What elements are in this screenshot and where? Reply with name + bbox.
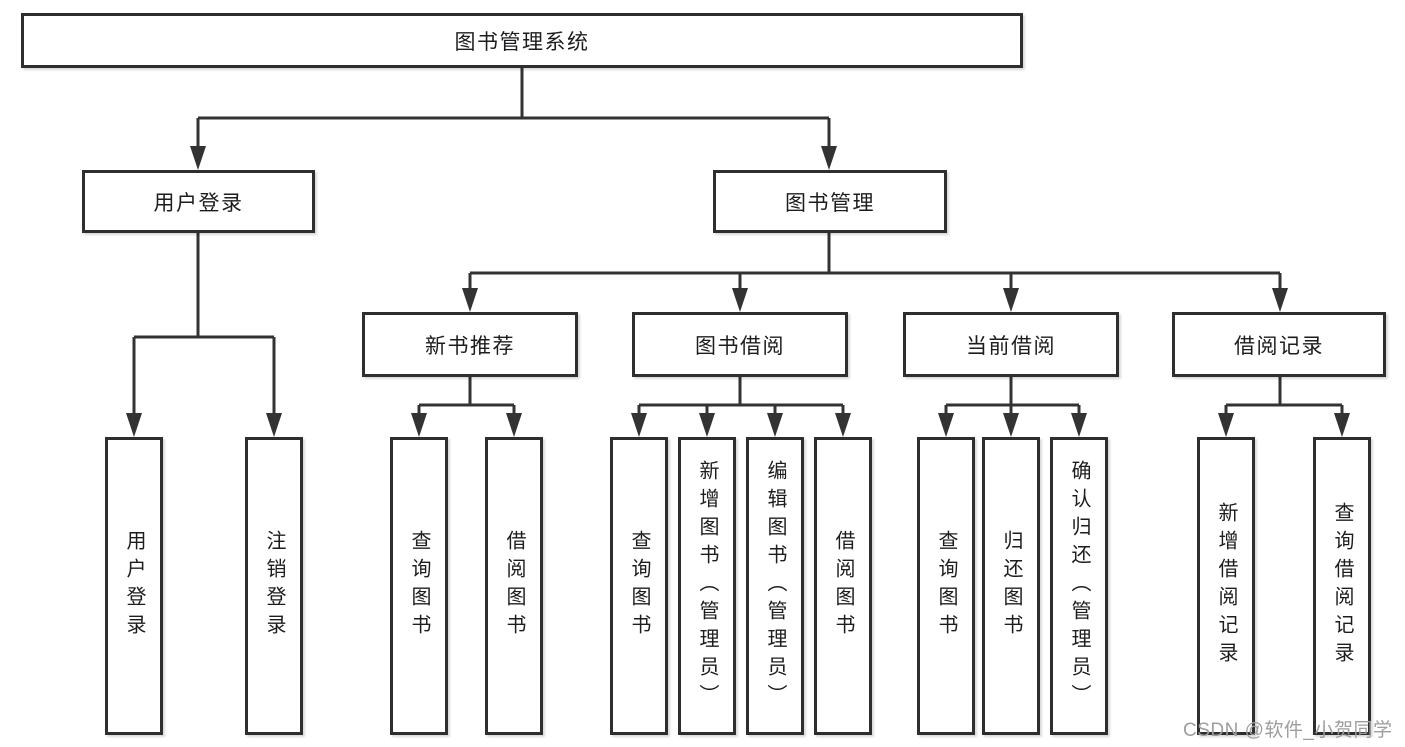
node-book-borrow-label: 图书借阅 [695, 334, 785, 358]
node-root: 图书管理系统 [21, 13, 1023, 68]
connector-root-to-level2 [196, 68, 831, 148]
connector-book-borrow-to-leaves [637, 377, 845, 415]
node-user-login-label: 用户登录 [153, 191, 244, 215]
node-user-login-leaf: 用户登录 [105, 437, 163, 735]
node-query-books-borrow: 查询图书 [610, 437, 668, 735]
node-new-book-recommend: 新书推荐 [362, 312, 578, 377]
node-query-books-recommend: 查询图书 [390, 437, 448, 735]
node-confirm-return-admin-label: 确认归还（管理员） [1068, 460, 1090, 712]
node-new-book-recommend-label: 新书推荐 [425, 334, 515, 358]
node-borrow-books: 借阅图书 [814, 437, 872, 735]
node-return-books: 归还图书 [982, 437, 1040, 735]
node-confirm-return-admin: 确认归还（管理员） [1050, 437, 1108, 735]
connector-new-book-to-leaves [417, 377, 516, 415]
node-logout: 注销登录 [245, 437, 303, 735]
node-add-books-admin: 新增图书（管理员） [678, 437, 736, 735]
csdn-watermark: CSDN @软件_小贺同学 [1183, 720, 1393, 741]
connector-book-management-to-level3 [468, 233, 1282, 290]
node-logout-label: 注销登录 [263, 530, 285, 642]
node-add-borrow-record: 新增借阅记录 [1197, 437, 1255, 735]
node-user-login-leaf-label: 用户登录 [123, 530, 145, 642]
node-query-books-borrow-label: 查询图书 [628, 530, 650, 642]
node-borrow-records-label: 借阅记录 [1234, 334, 1324, 358]
node-query-books-current: 查询图书 [917, 437, 975, 735]
node-user-login: 用户登录 [82, 170, 315, 233]
node-borrow-books-recommend-label: 借阅图书 [503, 530, 525, 642]
node-current-borrow: 当前借阅 [903, 312, 1119, 377]
node-query-books-current-label: 查询图书 [935, 530, 957, 642]
connector-user-login-to-leaves [132, 233, 276, 415]
node-borrow-books-label: 借阅图书 [832, 530, 854, 642]
node-book-management: 图书管理 [713, 170, 947, 233]
node-book-management-label: 图书管理 [785, 191, 875, 215]
node-root-label: 图书管理系统 [454, 30, 590, 54]
node-query-books-recommend-label: 查询图书 [408, 530, 430, 642]
node-edit-books-admin: 编辑图书（管理员） [746, 437, 804, 735]
connector-current-borrow-to-leaves [944, 377, 1081, 415]
node-book-borrow: 图书借阅 [632, 312, 848, 377]
node-borrow-records: 借阅记录 [1172, 312, 1386, 377]
node-add-borrow-record-label: 新增借阅记录 [1215, 502, 1237, 670]
connector-borrow-records-to-leaves [1224, 377, 1344, 415]
node-add-books-admin-label: 新增图书（管理员） [696, 460, 718, 712]
node-query-borrow-record: 查询借阅记录 [1313, 437, 1371, 735]
node-query-borrow-record-label: 查询借阅记录 [1331, 502, 1353, 670]
node-return-books-label: 归还图书 [1000, 530, 1022, 642]
node-borrow-books-recommend: 借阅图书 [485, 437, 543, 735]
node-current-borrow-label: 当前借阅 [966, 334, 1056, 358]
node-edit-books-admin-label: 编辑图书（管理员） [764, 460, 786, 712]
